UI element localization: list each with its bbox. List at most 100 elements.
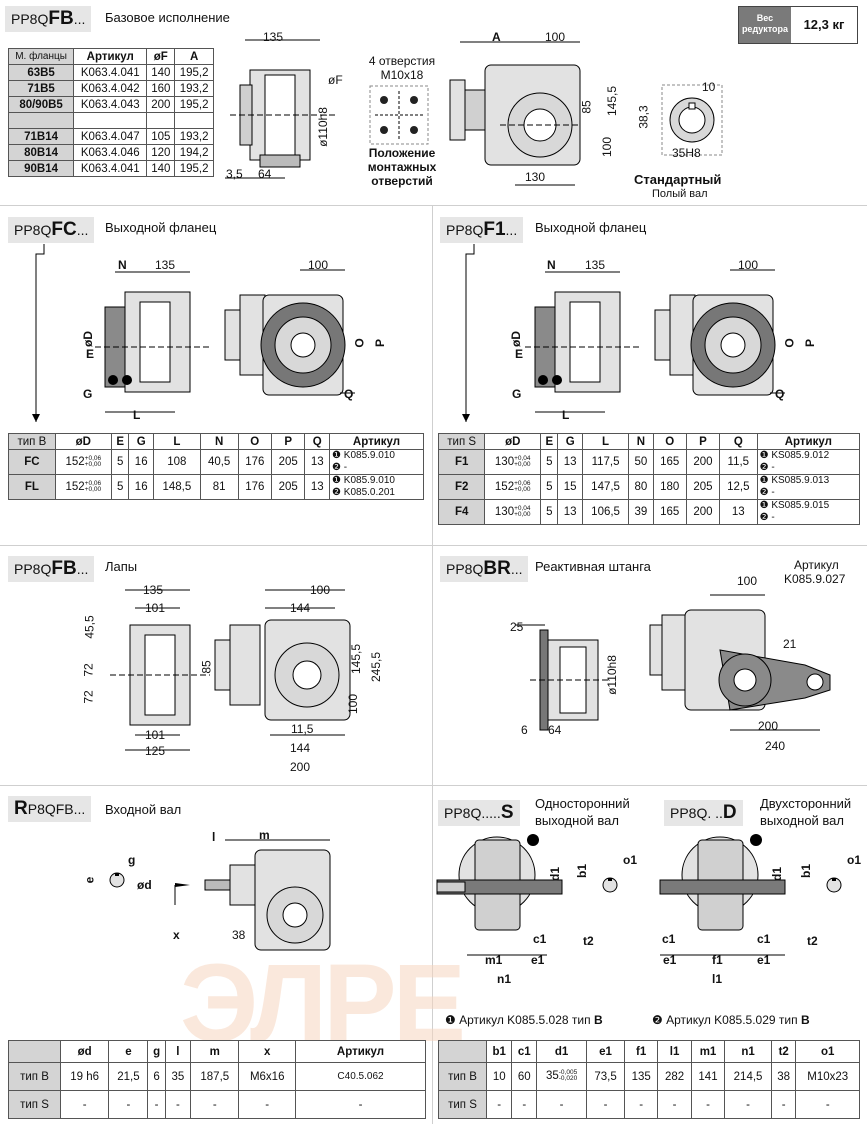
dim-38-r: 38	[232, 928, 246, 942]
dim-144-feet: 144	[290, 601, 311, 615]
dim-3-5: 3,5	[226, 167, 243, 181]
weight-box: Вес редуктора 12,3 кг	[738, 6, 858, 44]
section-title-f1: Выходной фланец	[535, 220, 647, 235]
d-shaft-drawing	[659, 834, 786, 956]
dim-c1-d-left: c1	[662, 932, 676, 946]
dim-110-br: ø110h8	[604, 655, 619, 695]
dim-135-f1: 135	[585, 258, 606, 272]
dim-21: 21	[783, 637, 797, 651]
section-title-br: Реактивная штанга	[535, 559, 651, 574]
dim-n: N	[118, 258, 127, 272]
dim-q-f1: Q	[775, 387, 785, 401]
note-article-d: ❷ Артикул K085.5.029 тип B	[652, 1013, 810, 1027]
section-tag-d: PP8Q. ..D	[664, 800, 743, 826]
dim-72-b: 72	[81, 690, 96, 704]
gearbox-front-drawing	[449, 41, 581, 186]
section-title-s: Односторонний выходной вал	[535, 796, 630, 828]
dim-125: 125	[145, 744, 166, 758]
dim-o1-s: o1	[623, 853, 638, 867]
fc-side-drawing	[95, 271, 210, 413]
dim-m: m	[259, 828, 270, 842]
dim-q: Q	[344, 387, 354, 401]
section-tag-fb: PP8QFB...	[5, 6, 92, 32]
dim-l: L	[133, 408, 141, 422]
dim-145-5: 145,5	[605, 85, 620, 117]
dim-g-f1: G	[512, 387, 522, 401]
dim-25: 25	[510, 620, 524, 634]
dim-85-feet: 85	[199, 660, 214, 674]
gearbox-side-drawing	[225, 39, 335, 179]
mount-holes-drawing	[369, 85, 429, 145]
shaft-label: Стандартный	[634, 172, 722, 187]
feet-front-drawing	[214, 589, 351, 736]
weight-value: 12,3 кг	[803, 17, 845, 32]
dim-e1-d-right: e1	[757, 953, 771, 967]
dim-m1-s: m1	[485, 953, 503, 967]
dim-od: øD	[81, 331, 95, 347]
table-row: тип S -- -- -- -	[8, 1090, 426, 1119]
dim-130: 130	[525, 170, 546, 184]
dim-200-br: 200	[758, 719, 779, 733]
feet-side-drawing	[110, 589, 210, 751]
dim-d1-s: d1	[548, 866, 563, 882]
dim-n-f1: N	[547, 258, 556, 272]
br-side-drawing	[515, 624, 610, 731]
dim-c1-d-right: c1	[757, 932, 771, 946]
dim-85: 85	[579, 100, 594, 114]
dim-l-f1: L	[562, 408, 570, 422]
hollow-shaft-drawing	[661, 84, 723, 156]
br-front-drawing	[649, 594, 831, 731]
dim-135-fc: 135	[155, 258, 176, 272]
dim-e-f1: E	[515, 347, 524, 361]
section-tag-f1: PP8QF1...	[440, 217, 524, 243]
br-article: K085.9.027	[784, 572, 846, 586]
dim-145-5-feet: 145,5	[349, 643, 364, 675]
dim-64-br: 64	[548, 723, 562, 737]
dim-64: 64	[258, 167, 272, 181]
dim-100-v: 100	[600, 136, 615, 158]
dim-l-r: l	[212, 830, 216, 844]
dim-135-feet: 135	[143, 583, 164, 597]
d-key-drawing	[826, 877, 842, 893]
dim-d1-d: d1	[770, 866, 785, 882]
dim-35h8: 35H8	[672, 146, 701, 160]
dim-t2-d: t2	[807, 934, 818, 948]
weight-label: Вес редуктора	[739, 7, 791, 43]
section-title-feet: Лапы	[105, 559, 138, 574]
f1-front-drawing	[654, 269, 785, 396]
section-title-d: Двухсторонний выходной вал	[760, 796, 852, 828]
dim-b1-s: b1	[575, 863, 590, 879]
dim-100-f1: 100	[738, 258, 759, 272]
dim-e-r: e	[82, 876, 97, 884]
fc-pointer-line	[32, 244, 45, 422]
dim-e: E	[86, 347, 95, 361]
dim-144-b: 144	[290, 741, 311, 755]
dim-38-3: 38,3	[636, 105, 651, 129]
dim-p: P	[373, 338, 388, 348]
section-title-basic: Базовое исполнение	[105, 10, 230, 25]
section-tag-fc: PP8QFC...	[8, 217, 95, 243]
dim-110h8: ø110h8	[315, 107, 330, 147]
dim-g: G	[83, 387, 93, 401]
dim-of: øF	[328, 73, 343, 87]
dim-e1-s: e1	[531, 953, 545, 967]
dim-11-5: 11,5	[291, 722, 314, 736]
section-tag-s: PP8Q.....S	[438, 800, 520, 826]
section-title-r: Входной вал	[105, 802, 182, 817]
dim-e1-d-left: e1	[663, 953, 677, 967]
dim-45-5: 45,5	[82, 615, 97, 639]
dim-245-5: 245,5	[369, 651, 384, 683]
